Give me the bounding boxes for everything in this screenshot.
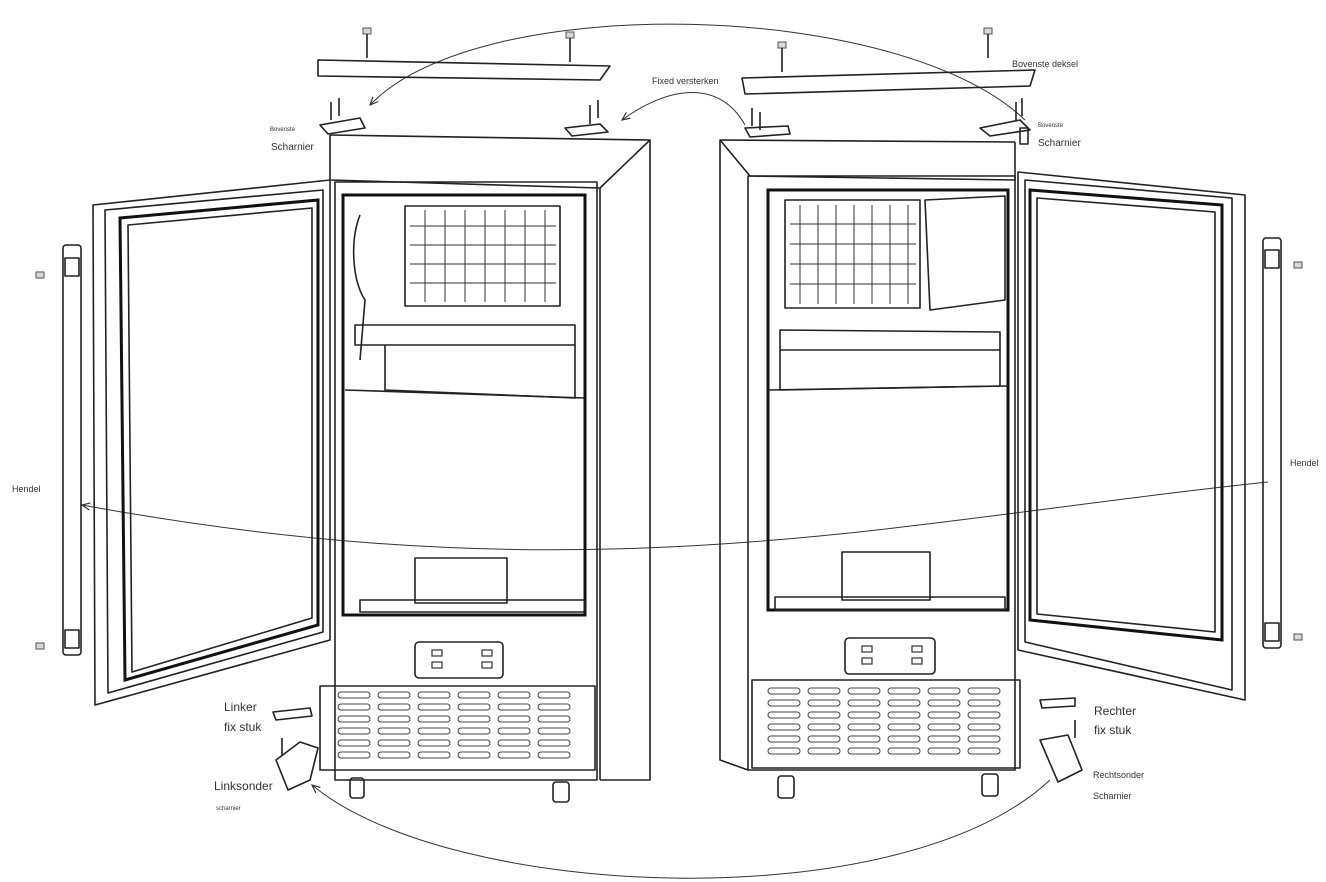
- label-hinge-fix: Fixed versterken: [652, 76, 719, 86]
- label-bottom-left-hinge-1: Linksonder: [214, 779, 273, 793]
- label-top-hinge-right: Scharnier: [1038, 138, 1081, 149]
- handle-swap-arc: [82, 481, 1269, 551]
- left-top-hinge: [319, 98, 609, 137]
- label-left-fix-2: fix stuk: [224, 720, 262, 734]
- label-top-hinge-left: Scharnier: [271, 142, 314, 153]
- label-right-fix-1: Rechter: [1094, 704, 1136, 718]
- label-bottom-left-hinge-2: scharnier: [216, 806, 241, 812]
- right-top-cover: [741, 27, 1036, 95]
- label-top-cover: Bovenste deksel: [1012, 59, 1078, 69]
- right-bottom-hinge: [1039, 697, 1083, 783]
- label-bottom-right-hinge-1: Rechtsonder: [1093, 770, 1144, 780]
- label-handle-right: Hendel: [1290, 458, 1319, 468]
- top-hinge-swap-arc: [622, 92, 746, 126]
- left-bottom-hinge: [272, 707, 319, 791]
- label-bottom-right-hinge-2: Scharnier: [1093, 791, 1132, 801]
- right-unit: [719, 139, 1303, 799]
- label-right-fix-2: fix stuk: [1094, 723, 1132, 737]
- left-unit: [35, 134, 651, 803]
- label-left-fix-1: Linker: [224, 700, 257, 714]
- right-top-hinge: [744, 98, 1031, 145]
- bottom-swap-arc: [312, 779, 1051, 879]
- label-top-hinge-left-small: Bovenste: [270, 127, 296, 133]
- left-top-cover: [317, 27, 611, 81]
- top-swap-arc: [370, 23, 1026, 121]
- label-handle-left: Hendel: [12, 484, 41, 494]
- label-top-hinge-right-small: Bovenste: [1038, 123, 1064, 129]
